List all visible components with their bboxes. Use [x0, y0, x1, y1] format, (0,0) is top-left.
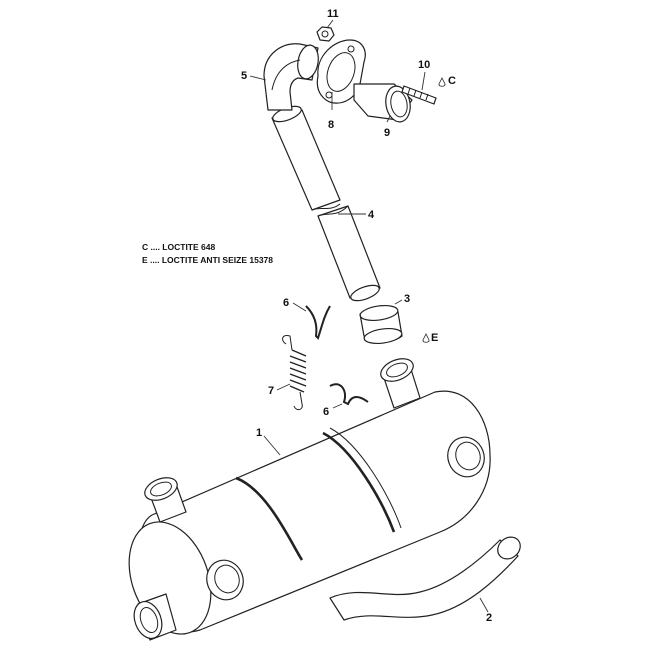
callout-5: 5	[241, 70, 247, 82]
svg-text:E: E	[431, 332, 438, 344]
callout-6-lower: 6	[323, 406, 329, 418]
stud-part	[401, 85, 437, 105]
leader-line-11	[326, 19, 334, 29]
nut-part	[316, 26, 335, 42]
callout-9: 9	[384, 127, 390, 139]
leader-line-6a	[292, 302, 307, 312]
compound-legend: C .... LOCTITE 648 E .... LOCTITE ANTI S…	[142, 242, 273, 265]
leader-line-9	[386, 115, 391, 123]
callout-8: 8	[328, 119, 334, 131]
callout-11: 11	[327, 8, 339, 20]
callout-7: 7	[268, 385, 274, 397]
legend-line-e: E .... LOCTITE ANTI SEIZE 15378	[142, 255, 273, 265]
exhaust-pipe-part	[271, 105, 381, 302]
elbow-part	[263, 43, 319, 111]
callout-1: 1	[256, 427, 262, 439]
compound-e-marker: E	[422, 332, 438, 344]
spring-part	[282, 335, 307, 411]
flange-gasket-part	[316, 39, 366, 104]
leader-line-2	[479, 597, 489, 613]
exhaust-hose-part	[329, 536, 521, 621]
compound-c-marker: C	[438, 75, 456, 87]
callout-3: 3	[404, 293, 410, 305]
callout-2: 2	[486, 612, 492, 624]
leader-line-5	[249, 75, 267, 81]
legend-line-c: C .... LOCTITE 648	[142, 242, 215, 252]
leader-line-6b	[332, 403, 343, 409]
leader-line-10	[421, 71, 426, 91]
leader-line-1	[263, 435, 281, 456]
leader-line-7	[276, 383, 291, 391]
callout-10: 10	[418, 59, 430, 71]
muffler-part	[128, 358, 491, 641]
leader-line-3	[394, 299, 403, 305]
callout-6-upper: 6	[283, 297, 289, 309]
hose-coupler-part	[359, 304, 403, 345]
spring-clip-lower-part	[329, 383, 369, 406]
spring-clip-upper-part	[305, 305, 331, 340]
manifold-adapter-part	[353, 83, 413, 123]
svg-text:C: C	[448, 75, 456, 87]
callout-4: 4	[368, 209, 375, 221]
